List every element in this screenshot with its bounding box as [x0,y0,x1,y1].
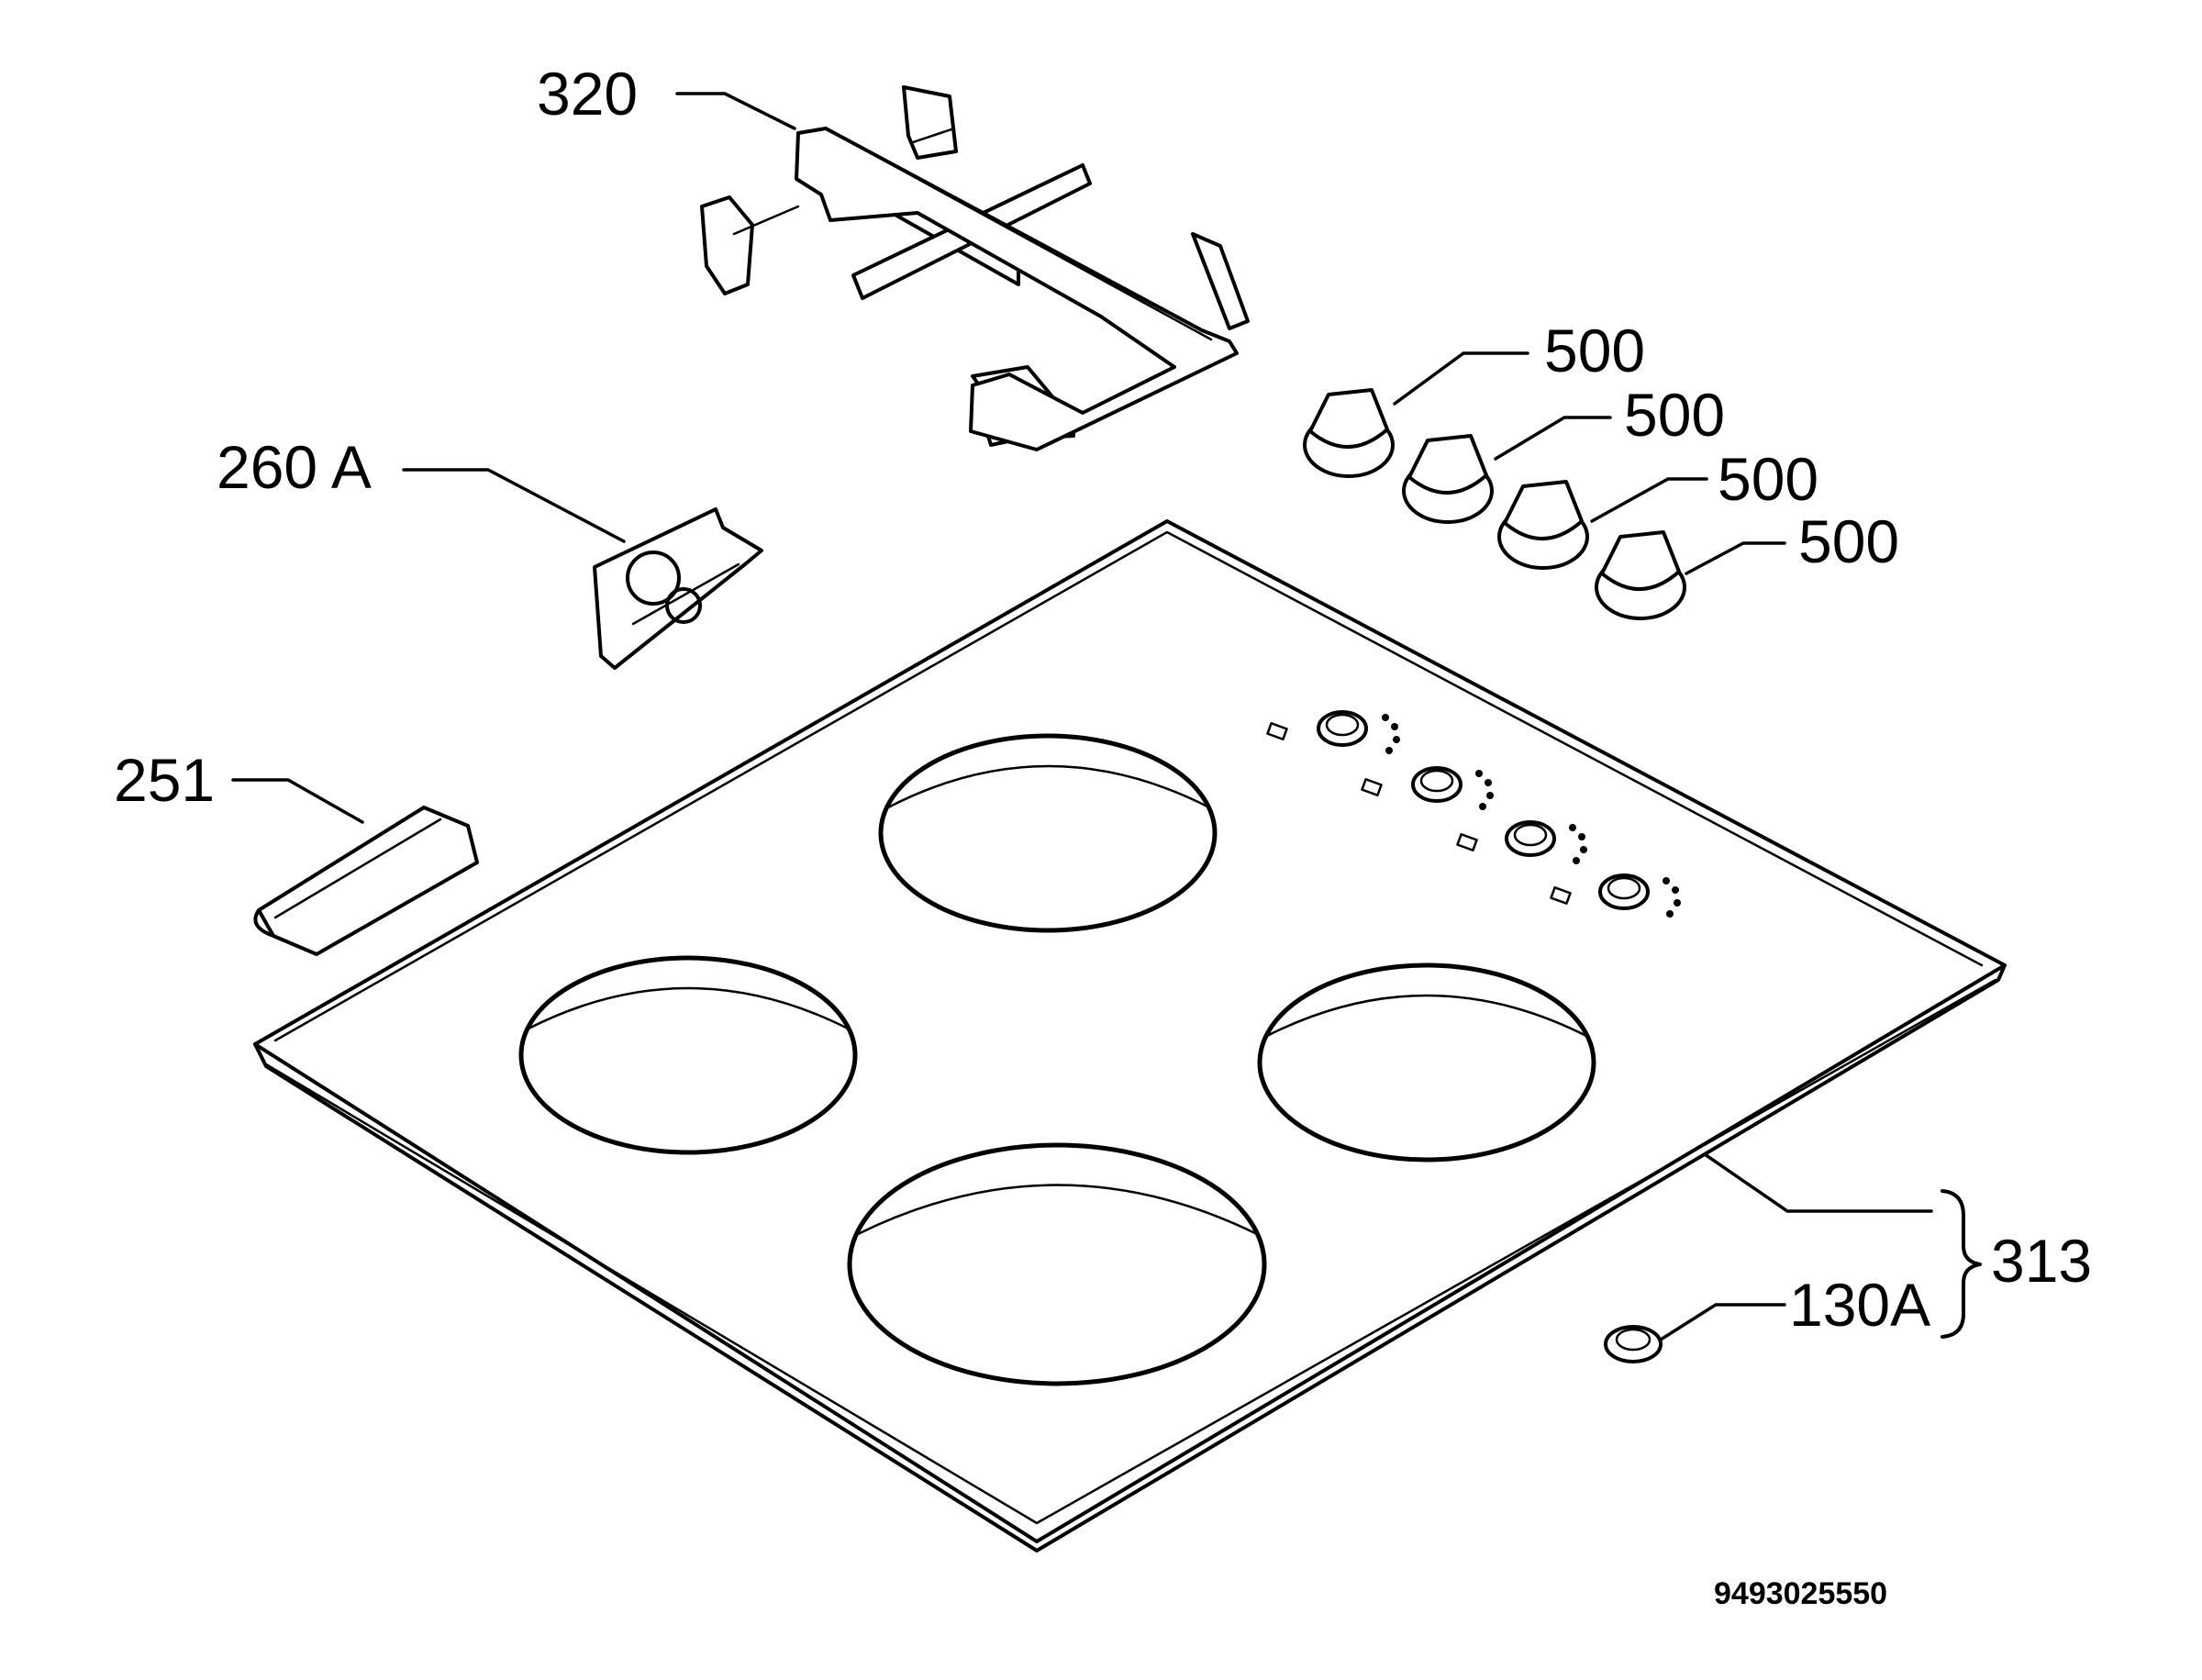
control-knob-1 [1303,388,1395,478]
label-313: 313 [1991,1227,2092,1295]
control-knob-4 [1595,530,1686,620]
leader-line-313 [1703,1152,1933,1213]
leader-line-320 [675,92,796,130]
control-knob-2 [1402,434,1494,524]
label-500-1: 500 [1544,317,1645,384]
cooking-zone-front-right [847,1142,1267,1386]
drawing-number: 9493025550 [1714,1576,1887,1611]
hob-glass-top [253,519,2007,1552]
group-brace-313 [1941,1189,1982,1339]
leader-line-251 [231,778,364,824]
leader-line-500-3 [1590,477,1708,523]
pan-support-grid [700,85,1250,451]
label-251: 251 [114,746,215,814]
leader-line-130a [1659,1303,1786,1341]
label-320: 320 [537,60,638,128]
leader-line-260a [402,468,626,543]
cooking-zone-rear-right [1257,962,1596,1163]
cooking-zone-front-left [518,955,858,1155]
label-500-2: 500 [1624,381,1725,449]
cooking-zone-rear-left [878,733,1218,933]
leader-line-500-4 [1685,541,1786,575]
control-panel-spindles [1266,710,1681,918]
label-260a: 260 A [217,433,372,501]
label-130a: 130A [1789,1271,1930,1339]
label-500-4: 500 [1798,507,1899,575]
label-500-3: 500 [1718,445,1818,513]
rubber-foot [1604,1325,1663,1363]
leader-line-500-2 [1494,416,1612,461]
bracket-part [593,507,763,670]
clip-part [253,806,479,956]
leader-line-500-1 [1393,351,1529,406]
control-knob-3 [1497,480,1589,570]
